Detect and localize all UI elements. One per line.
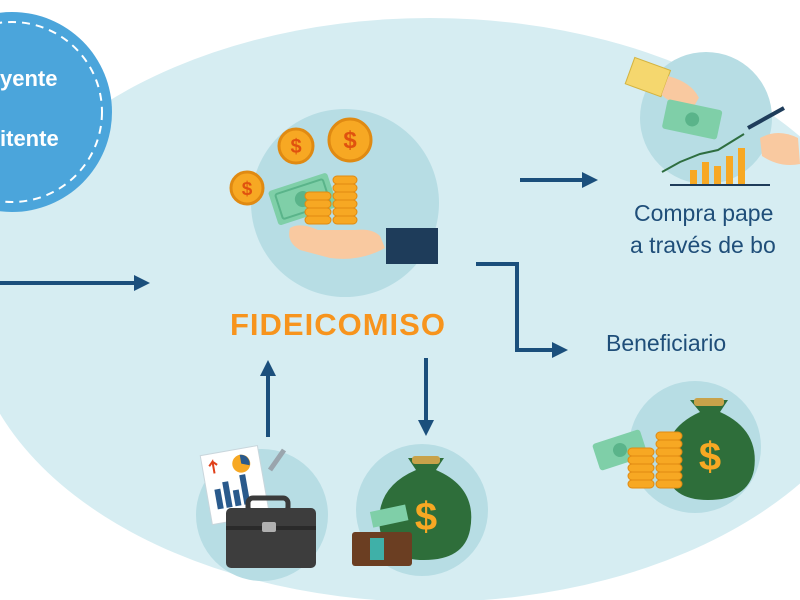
svg-text:$: $ (415, 495, 437, 539)
compra-label-line2: a través de bo (630, 232, 776, 258)
svg-text:$: $ (699, 435, 721, 479)
circle-text-line1: yente (0, 66, 58, 91)
briefcase-report-icon (196, 445, 328, 581)
svg-text:$: $ (290, 136, 301, 158)
compra-label-line1: Compra pape (634, 200, 774, 226)
circle-text-line2: itente (0, 126, 59, 151)
arrows (0, 172, 598, 437)
coins-hand-icon: $ $ $ (229, 109, 439, 297)
money-bag-wallet-icon: $ (352, 444, 488, 576)
left-circle (0, 12, 112, 212)
money-bags-icon: $ (592, 381, 761, 513)
svg-text:$: $ (343, 127, 357, 154)
svg-text:$: $ (242, 179, 253, 200)
arrow-center-to-beneficiario (476, 262, 568, 358)
fideicomiso-title: FIDEICOMISO (230, 307, 446, 342)
money-handshake-chart-icon (624, 52, 800, 186)
beneficiario-label: Beneficiario (606, 330, 727, 356)
